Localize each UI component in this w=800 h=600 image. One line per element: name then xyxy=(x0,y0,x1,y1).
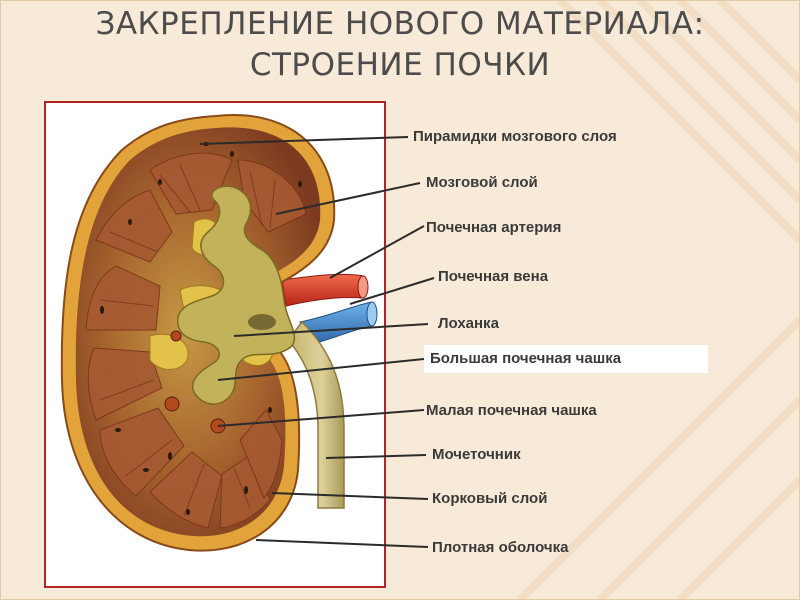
label-ureter: Мочеточник xyxy=(432,445,521,465)
label-major-calyx: Большая почечная чашка xyxy=(424,345,708,373)
label-pyramids: Пирамидки мозгового слоя xyxy=(413,127,617,147)
label-medulla: Мозговой слой xyxy=(426,173,538,193)
label-minor-calyx: Малая почечная чашка xyxy=(426,401,597,421)
renal-artery xyxy=(282,274,364,306)
label-cortex: Корковый слой xyxy=(432,489,547,509)
label-capsule: Плотная оболочка xyxy=(432,538,568,558)
label-renal-pelvis: Лоханка xyxy=(438,314,499,334)
label-renal-vein: Почечная вена xyxy=(438,267,548,287)
leader-artery xyxy=(330,226,424,278)
leader-cortex xyxy=(272,493,428,499)
leader-capsule xyxy=(256,540,428,547)
label-renal-artery: Почечная артерия xyxy=(426,218,561,238)
